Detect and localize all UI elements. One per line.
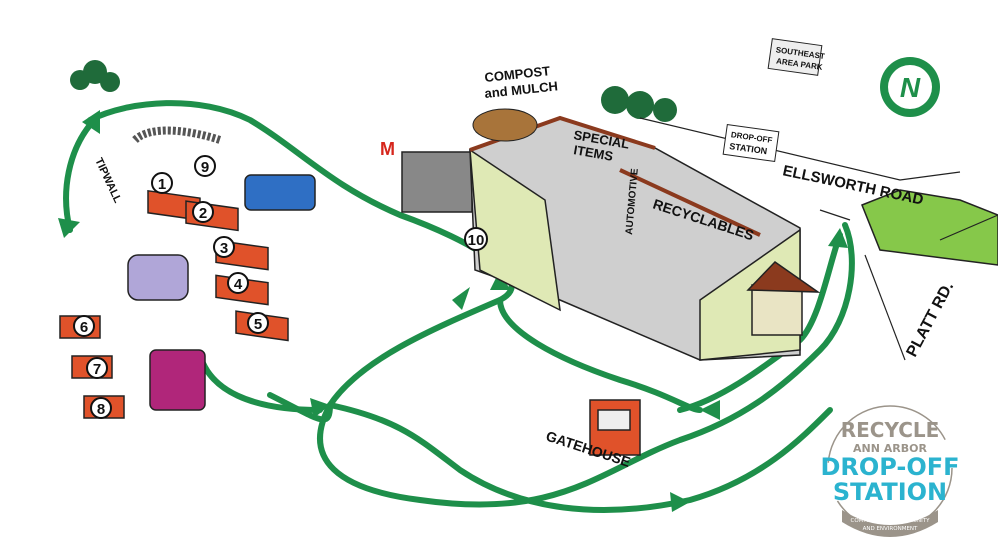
svg-text:ANN ARBOR: ANN ARBOR xyxy=(853,442,927,455)
trailer xyxy=(401,151,473,213)
svg-text:10: 10 xyxy=(468,232,485,249)
svg-text:DROP-OFF: DROP-OFF xyxy=(820,453,959,481)
svg-text:RECYCLE: RECYCLE xyxy=(841,418,940,442)
svg-text:AND ENVIRONMENT: AND ENVIRONMENT xyxy=(863,526,918,532)
platt-road-label: PLATT RD. xyxy=(904,279,958,360)
southeast-area-park-sign: SOUTHEAST AREA PARK xyxy=(767,38,825,76)
bin-numbers: 1 2 3 4 5 6 7 8 9 xyxy=(73,155,269,419)
bin-1: 1 xyxy=(151,172,173,194)
svg-text:9: 9 xyxy=(201,159,209,176)
svg-text:8: 8 xyxy=(97,401,105,418)
compost-pile xyxy=(472,108,538,142)
bin-4: 4 xyxy=(227,272,249,294)
green-car xyxy=(861,189,998,266)
tipwall xyxy=(132,126,222,144)
marker-m: M xyxy=(380,139,395,159)
north-icon: N xyxy=(880,57,940,117)
bin-5: 5 xyxy=(247,312,269,334)
bin-7: 7 xyxy=(86,357,108,379)
svg-text:STATION: STATION xyxy=(833,478,947,506)
svg-text:3: 3 xyxy=(220,240,228,257)
purple-van xyxy=(127,254,189,301)
svg-text:6: 6 xyxy=(80,319,88,336)
drop-off-station-sign: DROP-OFF STATION xyxy=(722,123,780,163)
bin-2: 2 xyxy=(192,201,214,223)
svg-text:2: 2 xyxy=(199,205,207,222)
svg-text:1: 1 xyxy=(158,176,166,193)
station-9: 9 xyxy=(194,155,216,177)
svg-text:5: 5 xyxy=(254,316,262,333)
blue-truck xyxy=(244,174,316,211)
svg-text:N: N xyxy=(900,72,921,103)
trees xyxy=(70,60,677,122)
bin-8: 8 xyxy=(90,397,112,419)
route-arrowheads xyxy=(58,110,848,512)
special-items-label-2: ITEMS xyxy=(572,142,614,164)
svg-text:7: 7 xyxy=(93,361,101,378)
svg-text:COMMITTED TO COMMUNITY: COMMITTED TO COMMUNITY xyxy=(851,518,931,524)
svg-text:4: 4 xyxy=(234,276,243,293)
bin-6: 6 xyxy=(73,315,95,337)
tipwall-label: TIPWALL xyxy=(92,156,123,205)
compost-label: COMPOST xyxy=(484,63,551,85)
station-10: 10 xyxy=(464,227,488,251)
magenta-truck xyxy=(149,349,206,411)
recycle-ann-arbor-logo: RECYCLE ANN ARBOR DROP-OFF STATION COMMI… xyxy=(820,405,960,537)
gatehouse xyxy=(589,399,641,456)
bin-3: 3 xyxy=(213,236,235,258)
